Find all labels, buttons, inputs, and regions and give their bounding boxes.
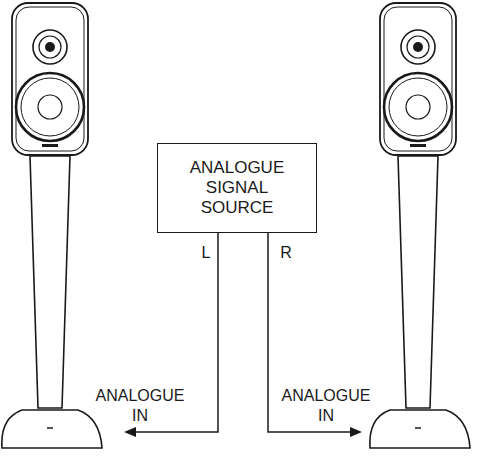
input-label: ANALOGUE IN [278,386,374,426]
channel-label: R [276,243,296,263]
right-arrowhead [350,427,362,437]
input-label: ANALOGUE IN [92,386,188,426]
left-speaker [2,3,102,448]
left-arrowhead [124,427,136,437]
right-speaker [370,3,470,448]
signal-source-box: ANALOGUE SIGNAL SOURCE [157,143,317,233]
box-label: ANALOGUE SIGNAL SOURCE [181,158,293,218]
channel-label: L [196,243,216,263]
